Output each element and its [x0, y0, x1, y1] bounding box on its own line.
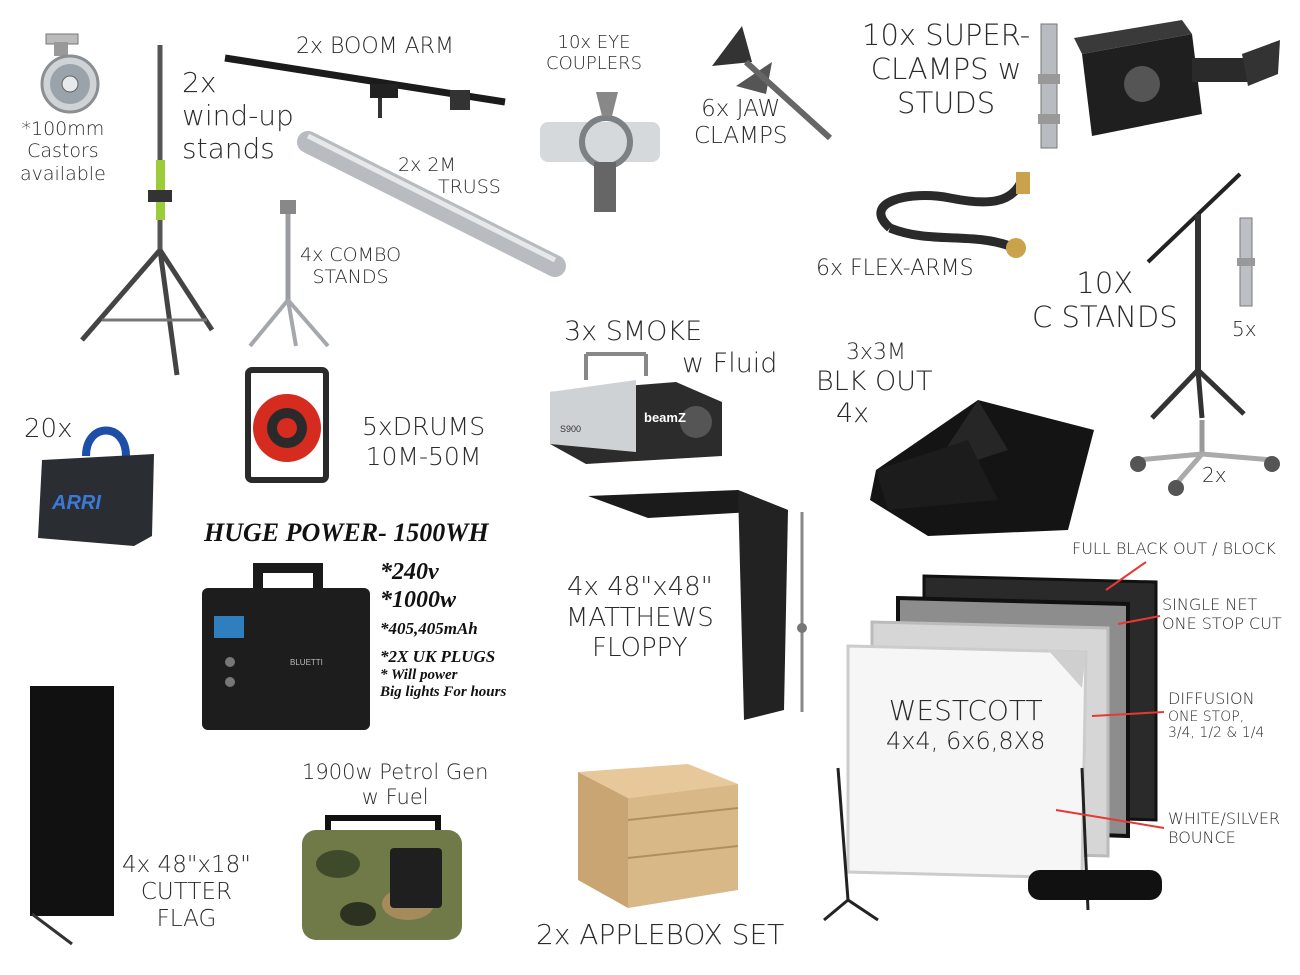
pins-count-label: 5x	[1232, 317, 1257, 341]
superclamp-image	[1072, 14, 1282, 144]
applebox-image	[568, 762, 746, 912]
westcott-scrim-stack	[818, 560, 1162, 922]
model-text: S900	[560, 424, 582, 434]
eye-coupler-image	[540, 92, 660, 242]
cable-drum-image	[245, 366, 329, 484]
c-stand-image	[1140, 170, 1250, 420]
power-station-image: BLUETTI	[200, 562, 374, 732]
floppy-flag-image	[588, 488, 826, 724]
base-count-label: 2x	[1202, 463, 1227, 487]
jaw-clamp-image	[706, 22, 836, 144]
smoke-machine-image: beamZ S900	[546, 352, 732, 470]
cutter-flag-image	[26, 686, 118, 948]
sandbags-label: 20x	[24, 414, 73, 444]
arri-sandbag-image: ARRI	[34, 426, 160, 550]
petrol-generator-image	[298, 814, 466, 942]
arri-logo: ARRI	[52, 492, 101, 514]
castor-wheel-image	[24, 33, 108, 114]
applebox-label: 2x APPLEBOX SET	[536, 918, 785, 951]
boom-arm-image	[220, 50, 510, 120]
power-title: HUGE POWER- 1500WH	[204, 518, 489, 547]
truss-image	[297, 131, 570, 278]
combo-stand-image	[244, 200, 334, 350]
windup-stand-image	[72, 40, 222, 380]
rolling-base-image	[1128, 420, 1280, 496]
boom-label: 2x BOOM ARM	[296, 34, 454, 59]
power-specs: *240v *1000w *405,405mAh *2X UK PLUGS * …	[380, 559, 507, 701]
flex-arm-image	[870, 172, 1040, 272]
beamz-brand: beamZ	[644, 410, 686, 425]
bluetti-brand: BLUETTI	[290, 658, 323, 667]
blackout-callout: FULL BLACK OUT / BLOCK	[1072, 539, 1276, 558]
stud-image	[1034, 23, 1064, 149]
blackout-cloth-image	[868, 380, 1100, 540]
baby-pin-image	[1234, 217, 1258, 307]
flexarms-label: 6x FLEX-ARMS	[816, 256, 974, 281]
